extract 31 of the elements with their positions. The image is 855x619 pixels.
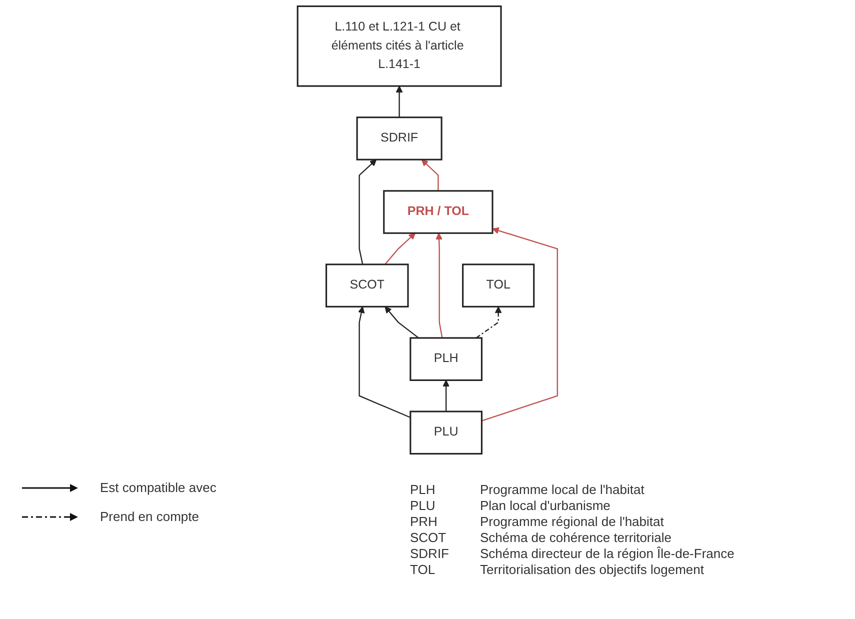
abbreviation-definition: Schéma directeur de la région Île-de-France	[480, 546, 734, 561]
arrow	[442, 380, 450, 412]
abbreviation: SDRIF	[410, 546, 450, 561]
abbreviation: TOL	[410, 562, 436, 577]
node-box: TOL	[462, 264, 535, 308]
legend-text: Prend en compte	[100, 509, 200, 524]
abbreviation-definition: Territorialisation des objectifs logement	[480, 562, 705, 577]
arrow	[384, 232, 416, 265]
node-box: PRH / TOL	[383, 190, 494, 234]
abbreviation-definition: Programme local de l'habitat	[480, 482, 646, 497]
abbreviation-definition: Plan local d'urbanisme	[480, 498, 612, 513]
arrow	[436, 232, 443, 338]
abbreviation: SCOT	[410, 530, 448, 545]
legend-text: Est compatible avec	[100, 480, 216, 495]
arrow	[358, 159, 377, 265]
node-box: SCOT	[326, 264, 409, 308]
abbreviation: PLH	[410, 482, 436, 497]
abbreviation-definition: Schéma de cohérence territoriale	[480, 530, 672, 545]
arrow	[482, 227, 558, 422]
arrow	[384, 306, 419, 338]
node-box: PLH	[410, 337, 482, 381]
abbreviation: PLU	[410, 498, 436, 513]
abbreviation: PRH	[410, 514, 438, 529]
node-box: L.110 et L.121-1 CU et éléments cités à l'article L.141-1	[296, 5, 502, 87]
arrow	[358, 306, 411, 418]
arrow	[396, 86, 403, 118]
abbreviation-definition: Programme régional de l'habitat	[480, 514, 665, 529]
arrow	[421, 159, 439, 191]
arrow	[476, 306, 502, 338]
node-box: PLU	[410, 410, 482, 455]
node-box: SDRIF	[356, 116, 442, 160]
